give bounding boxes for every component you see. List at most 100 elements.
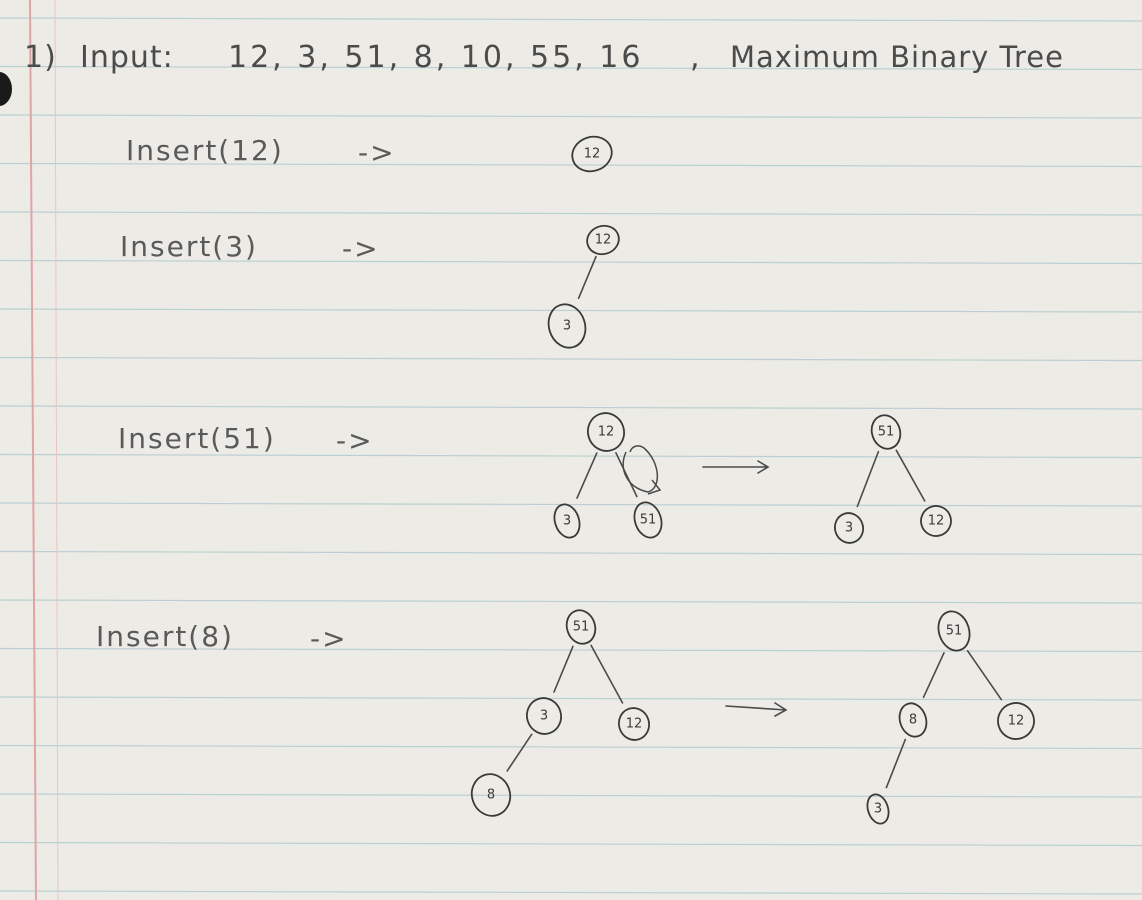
node-label: 3 [563, 514, 571, 529]
node-circle [870, 414, 902, 450]
margin-line-2 [54, 0, 59, 900]
tree-node: 12 [586, 224, 620, 256]
ruled-line [0, 356, 1142, 362]
tree-edge [553, 645, 574, 693]
tree-node: 12 [920, 505, 952, 537]
ruled-line [0, 696, 1142, 701]
ruled-line [0, 599, 1142, 604]
tree-node: 51 [937, 610, 971, 652]
tree-node: 12 [618, 707, 650, 741]
ruled-line [0, 259, 1142, 265]
node-label: 8 [487, 788, 495, 803]
node-label: 3 [874, 802, 882, 817]
node-circle [633, 501, 663, 539]
tree-step3-after: 51 3 12 [834, 414, 952, 544]
tree-step2: 12 3 [547, 224, 620, 349]
tree-node: 51 [633, 501, 663, 539]
step-label-insert-3: Insert(3) [120, 230, 258, 263]
tree-node: 8 [470, 773, 512, 817]
ruled-line [0, 114, 1142, 119]
ruled-line [0, 502, 1142, 507]
tree-edge [590, 644, 624, 704]
tree-node: 51 [870, 414, 902, 450]
tree-node: 3 [553, 503, 581, 539]
ruled-line [0, 65, 1142, 71]
tree-step3-before: 12 3 51 [553, 412, 663, 539]
ruled-line [0, 17, 1142, 22]
node-circle [553, 503, 581, 539]
tree-node: 3 [834, 512, 864, 544]
tree-edge [895, 449, 926, 502]
tree-edge [856, 450, 880, 508]
node-label: 12 [1008, 714, 1025, 729]
tree-step1: 12 [571, 135, 613, 173]
node-label: 51 [878, 425, 895, 440]
node-circle [526, 697, 562, 735]
node-circle [565, 609, 597, 645]
step-arrow-insert-12: -> [358, 136, 396, 169]
input-values: 12, 3, 51, 8, 10, 55, 16 [228, 40, 644, 75]
tree-step4-before: 51 3 12 8 [470, 609, 650, 817]
binder-hole [0, 72, 12, 106]
header-separator: , [690, 40, 701, 75]
tree-edge [922, 651, 945, 699]
margin-line [29, 0, 37, 900]
node-circle [920, 505, 952, 537]
node-label: 12 [626, 717, 643, 732]
ruled-line [0, 550, 1142, 556]
ruled-line [0, 841, 1142, 847]
node-circle [547, 303, 587, 349]
tree-node: 51 [565, 609, 597, 645]
node-label: 3 [540, 709, 548, 724]
tree-node: 12 [997, 702, 1035, 740]
swap-arrow-icon [622, 445, 662, 495]
node-circle [571, 135, 613, 173]
node-label: 3 [845, 521, 853, 536]
step-label-insert-51: Insert(51) [118, 422, 276, 455]
tree-node: 3 [526, 697, 562, 735]
node-circle [937, 610, 971, 652]
node-circle [470, 773, 512, 817]
ruled-line [0, 744, 1142, 750]
tree-edge [885, 738, 907, 789]
tree-node: 3 [866, 793, 890, 825]
tree-node: 12 [587, 412, 625, 452]
ruled-line [0, 890, 1142, 895]
transform-arrow-insert-8 [725, 702, 788, 717]
ruled-line [0, 308, 1142, 313]
ruled-line [0, 211, 1142, 216]
node-circle [898, 702, 928, 738]
tree-step4-after: 51 8 12 3 [866, 610, 1035, 825]
input-label: Input: [80, 40, 174, 75]
tree-edge [966, 649, 1003, 701]
node-circle [587, 412, 625, 452]
ruled-line [0, 453, 1142, 459]
tree-node: 12 [571, 135, 613, 173]
tree-edge [506, 733, 533, 772]
node-label: 8 [909, 713, 917, 728]
step-label-insert-8: Insert(8) [96, 620, 234, 653]
step-arrow-insert-8: -> [310, 622, 348, 655]
node-label: 12 [598, 425, 615, 440]
ruled-line [0, 793, 1142, 798]
node-label: 51 [946, 624, 963, 639]
node-circle [618, 707, 650, 741]
node-circle [997, 702, 1035, 740]
step-arrow-insert-51: -> [336, 424, 374, 457]
node-circle [866, 793, 890, 825]
tree-node: 3 [547, 303, 587, 349]
tree-node: 8 [898, 702, 928, 738]
tree-edge [576, 452, 598, 499]
problem-number: 1) [24, 40, 57, 75]
diagram-title: Maximum Binary Tree [730, 40, 1064, 74]
node-label: 12 [584, 147, 601, 162]
node-label: 12 [928, 514, 945, 529]
tree-edge [615, 451, 638, 498]
step-arrow-insert-3: -> [342, 232, 380, 265]
node-circle [586, 224, 620, 256]
node-circle [834, 512, 864, 544]
tree-edge [577, 255, 597, 300]
node-label: 3 [563, 319, 571, 334]
node-label: 51 [640, 513, 657, 528]
step-label-insert-12: Insert(12) [126, 134, 284, 167]
